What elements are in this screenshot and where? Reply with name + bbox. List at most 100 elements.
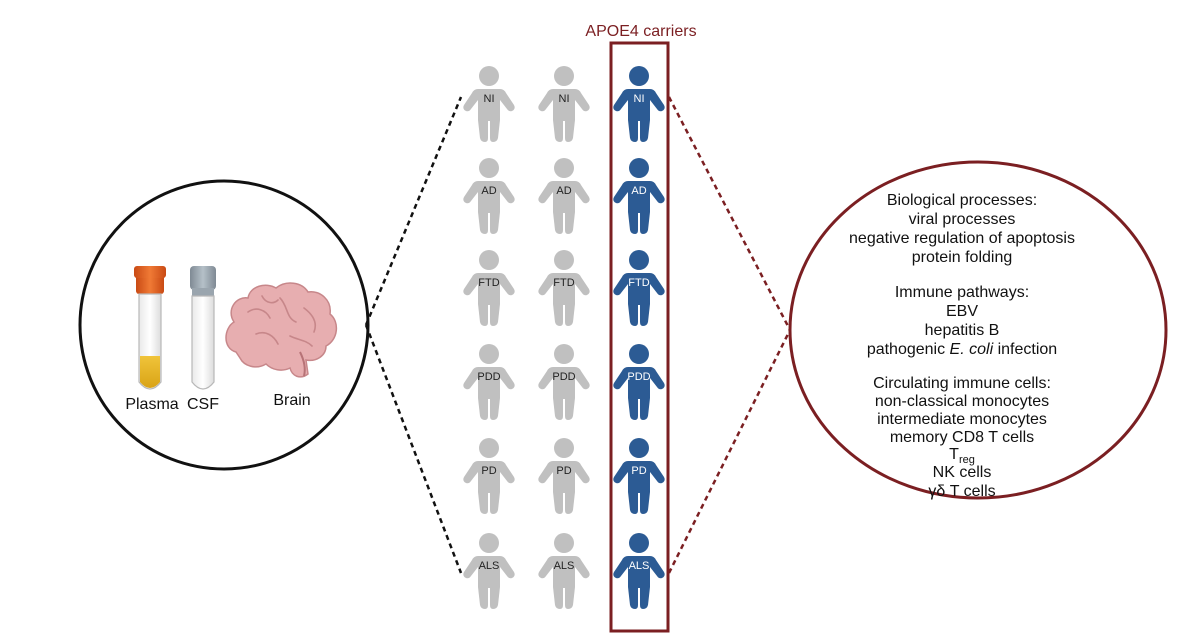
biological-heading: Biological processes: — [887, 192, 1037, 209]
person-head — [479, 158, 499, 178]
person-body — [613, 367, 665, 420]
connector-right-top — [667, 96, 792, 331]
person-icon: FTD — [538, 250, 590, 326]
person-icon: PD — [538, 438, 590, 514]
plasma-label: Plasma — [125, 396, 178, 413]
person-icon: FTD — [463, 250, 515, 326]
ecoli-prefix: pathogenic — [867, 341, 950, 358]
person-head — [554, 158, 574, 178]
carriers-box — [609, 41, 670, 633]
person-head — [629, 66, 649, 86]
person-icon: ALS — [463, 533, 515, 609]
group-label: AD — [556, 185, 571, 197]
person-icon: PDD — [463, 344, 515, 420]
carrier-person-icon: AD — [613, 158, 665, 234]
biological-item: negative regulation of apoptosis — [849, 230, 1075, 247]
person-body — [538, 461, 590, 514]
person-icon: ALS — [538, 533, 590, 609]
person-head — [554, 533, 574, 553]
person-icon: AD — [463, 158, 515, 234]
group-label: FTD — [628, 277, 649, 289]
person-body — [538, 181, 590, 234]
carrier-person-icon: FTD — [613, 250, 665, 326]
group-label: FTD — [553, 277, 574, 289]
person-body — [463, 181, 515, 234]
cells-item: γδ T cells — [928, 483, 995, 500]
person-body — [463, 461, 515, 514]
plasma-tube-icon — [134, 266, 166, 390]
cells-item: non-classical monocytes — [875, 393, 1049, 410]
group-label: ALS — [479, 560, 500, 572]
person-head — [554, 66, 574, 86]
csf-label: CSF — [187, 396, 219, 413]
person-body — [463, 556, 515, 609]
person-body — [613, 181, 665, 234]
person-head — [629, 438, 649, 458]
biological-item: viral processes — [909, 211, 1016, 228]
carrier-person-icon: ALS — [613, 533, 665, 609]
group-label: PDD — [627, 371, 650, 383]
immune-item: EBV — [946, 303, 978, 320]
person-body — [463, 367, 515, 420]
group-label: PD — [556, 465, 571, 477]
group-label: FTD — [478, 277, 499, 289]
connector-right-bottom — [667, 329, 792, 574]
person-head — [629, 533, 649, 553]
person-head — [629, 344, 649, 364]
person-icon: PDD — [538, 344, 590, 420]
findings-panel: Biological processes: viral processes ne… — [788, 160, 1168, 500]
group-label: NI — [634, 93, 645, 105]
findings-oval — [788, 160, 1168, 500]
person-icon: NI — [463, 66, 515, 142]
person-body — [463, 273, 515, 326]
immune-item-ecoli: pathogenic E. coli infection — [867, 341, 1057, 358]
immune-heading: Immune pathways: — [895, 284, 1029, 301]
person-body — [538, 556, 590, 609]
group-label: NI — [484, 93, 495, 105]
treg-sub: reg — [959, 454, 975, 466]
cells-item: NK cells — [933, 464, 992, 481]
ecoli-italic: E. coli — [950, 341, 994, 358]
person-icon: PD — [463, 438, 515, 514]
person-body — [538, 89, 590, 142]
person-head — [629, 250, 649, 270]
group-label: PDD — [477, 371, 500, 383]
person-icon: NI — [538, 66, 590, 142]
group-label: AD — [481, 185, 496, 197]
treg-main: T — [949, 446, 959, 463]
group-label: NI — [559, 93, 570, 105]
carrier-person-icon: PDD — [613, 344, 665, 420]
group-label: PD — [481, 465, 496, 477]
person-body — [613, 461, 665, 514]
person-body — [613, 89, 665, 142]
person-head — [479, 250, 499, 270]
sample-circle — [78, 179, 370, 471]
biological-item: protein folding — [912, 249, 1013, 266]
person-head — [629, 158, 649, 178]
csf-tube-icon — [190, 266, 216, 390]
sample-sources-panel: Plasma CSF Brain — [78, 179, 370, 471]
person-head — [554, 344, 574, 364]
person-head — [554, 250, 574, 270]
carrier-person-icon: NI — [613, 66, 665, 142]
cells-heading: Circulating immune cells: — [873, 375, 1051, 392]
group-label: PDD — [552, 371, 575, 383]
person-body — [463, 89, 515, 142]
person-body — [538, 367, 590, 420]
person-head — [554, 438, 574, 458]
carriers-title: APOE4 carriers — [585, 23, 696, 40]
person-body — [613, 556, 665, 609]
person-head — [479, 533, 499, 553]
connector-left-bottom — [364, 324, 463, 574]
brain-icon — [225, 282, 338, 378]
cells-item: intermediate monocytes — [877, 411, 1047, 428]
person-body — [613, 273, 665, 326]
person-icon: AD — [538, 158, 590, 234]
cells-item: memory CD8 T cells — [890, 429, 1034, 446]
person-head — [479, 438, 499, 458]
cohort-grid: NI NI NI AD AD AD FTD FTD FTD PDD PDD PDD PD PD PD ALS A… — [463, 66, 665, 609]
person-body — [538, 273, 590, 326]
cells-item-treg: Treg — [949, 446, 975, 466]
carrier-person-icon: PD — [613, 438, 665, 514]
immune-item: hepatitis B — [925, 322, 1000, 339]
